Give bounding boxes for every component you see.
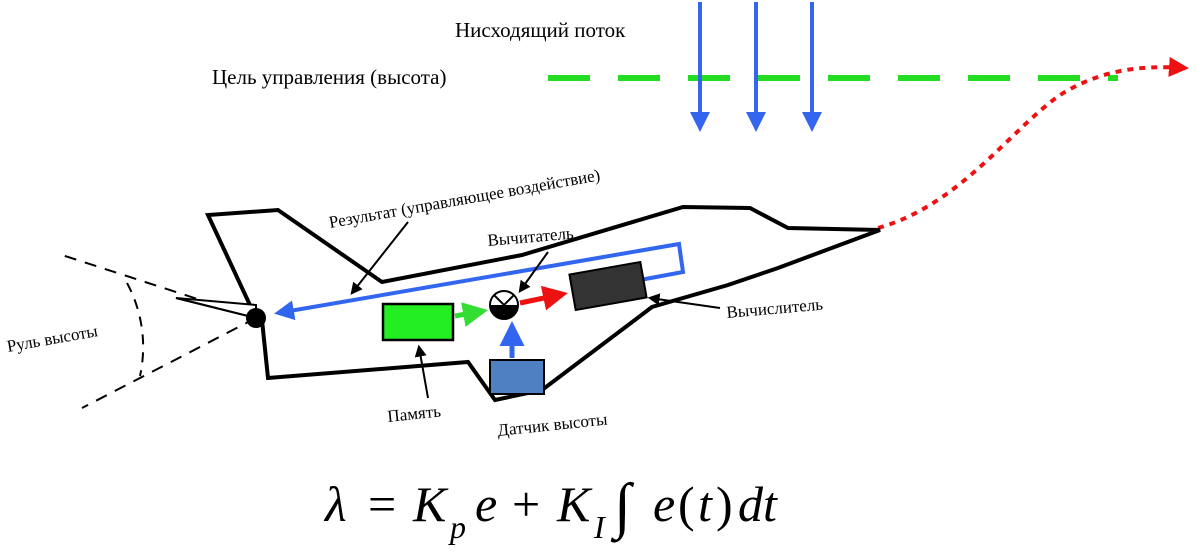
eq-dt: dt xyxy=(738,476,778,532)
eq-equals: = xyxy=(368,476,396,532)
computer-block xyxy=(568,260,648,312)
eq-lparen: ( xyxy=(678,476,695,532)
control-target-label: Цель управления (высота) xyxy=(212,65,447,89)
memory-to-subtractor-arrow xyxy=(454,302,488,327)
computer-leader xyxy=(647,293,721,309)
result-leader xyxy=(350,221,409,295)
elevator-deflection-lines xyxy=(61,254,257,409)
elevator-label: Руль высоты xyxy=(5,321,99,356)
eq-integral: ∫ xyxy=(610,472,635,543)
result-label: Результат (управляющее воздействие) xyxy=(327,165,601,231)
aircraft-outline xyxy=(204,204,881,403)
altitude-sensor-block xyxy=(489,359,545,395)
eq-plus: + xyxy=(512,476,540,532)
eq-e1: e xyxy=(475,476,497,532)
pid-equation: λ = K p e + K I ∫ e ( t ) dt xyxy=(323,472,778,545)
memory-leader xyxy=(414,344,429,399)
error-signal-arrow xyxy=(519,285,568,311)
eq-kp-sub: p xyxy=(448,509,466,545)
downdraft-label: Нисходящий поток xyxy=(455,18,626,42)
eq-kp-k: K xyxy=(412,476,449,532)
subtractor-node xyxy=(489,290,519,320)
downdraft-arrows xyxy=(690,2,822,132)
memory-label: Память xyxy=(386,401,442,426)
subtractor-label: Вычитатель xyxy=(487,224,575,250)
eq-t: t xyxy=(698,476,713,532)
eq-lambda: λ xyxy=(323,476,347,532)
elevator-hinge xyxy=(246,308,266,328)
subtractor-leader xyxy=(518,251,549,293)
memory-block xyxy=(381,302,455,342)
control-signal-line xyxy=(274,241,686,321)
eq-e2: e xyxy=(653,476,675,532)
eq-ki-k: K xyxy=(556,476,593,532)
eq-ki-sub: I xyxy=(593,509,606,545)
computer-label: Вычислитель xyxy=(726,295,824,322)
flight-trajectory xyxy=(877,56,1189,230)
eq-rparen: ) xyxy=(716,476,733,532)
altitude-sensor-label: Датчик высоты xyxy=(496,409,608,439)
